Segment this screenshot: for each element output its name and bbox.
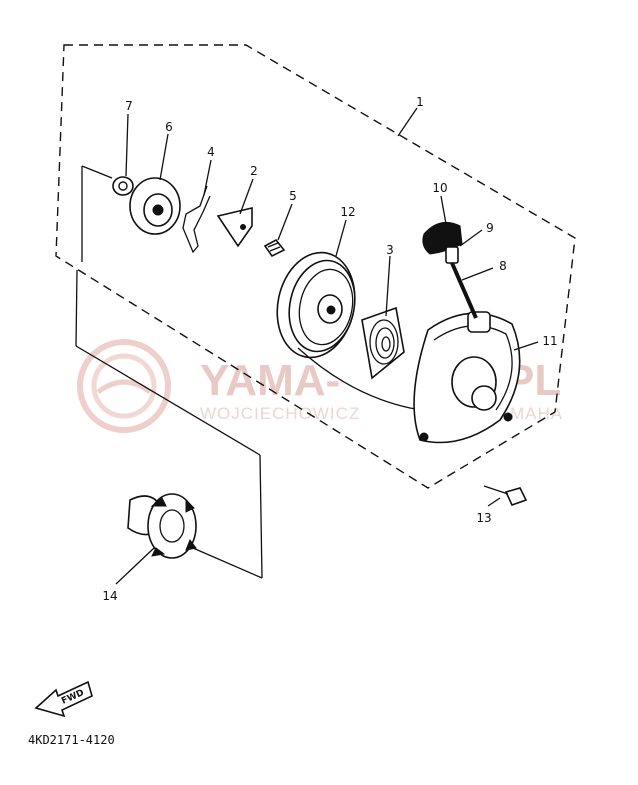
callout-1: 1 (416, 95, 424, 109)
callout-11: 11 (542, 334, 557, 348)
part-12-pulley (276, 251, 356, 359)
part-8-rope (450, 262, 478, 319)
callout-10: 10 (432, 181, 447, 195)
callout-labels: 1 2 3 4 5 6 7 8 9 10 11 12 13 14 (102, 95, 557, 603)
part-3-recoil-spring (361, 306, 405, 380)
callout-6: 6 (165, 120, 173, 134)
part-11-starter-case (413, 311, 521, 444)
diagram-code: 4KD2171-4120 (28, 733, 115, 747)
watermark-subtitle-right: MAHA (510, 404, 563, 423)
callout-12: 12 (340, 205, 355, 219)
fwd-arrow-icon: FWD (34, 680, 93, 718)
callout-13: 13 (476, 511, 491, 525)
part-13-bolt (483, 485, 528, 506)
watermark-brand: YAMA- (200, 356, 340, 405)
part-4-spring-clip (182, 185, 211, 254)
callout-4: 4 (207, 145, 215, 159)
leader-lines (115, 107, 539, 585)
callout-2: 2 (250, 164, 258, 178)
callout-9: 9 (486, 221, 494, 235)
callout-5: 5 (289, 189, 297, 203)
mounting-reference-lines (75, 165, 263, 579)
assembly-boundary (55, 44, 576, 489)
callout-3: 3 (386, 243, 394, 257)
part-6-friction-plate (129, 177, 181, 235)
part-7-nut (112, 176, 134, 196)
watermark: YAMA- PL WOJCIECHOWICZ MAHA (77, 339, 563, 433)
watermark-subtitle-left: WOJCIECHOWICZ (200, 404, 360, 423)
callout-14: 14 (102, 589, 117, 603)
callout-7: 7 (125, 99, 133, 113)
part-5-spring (263, 238, 286, 258)
part-9-grommet (445, 246, 459, 264)
part-2-pawl (216, 206, 253, 248)
part-14-drive-cup (127, 493, 197, 559)
callout-8: 8 (499, 259, 507, 273)
